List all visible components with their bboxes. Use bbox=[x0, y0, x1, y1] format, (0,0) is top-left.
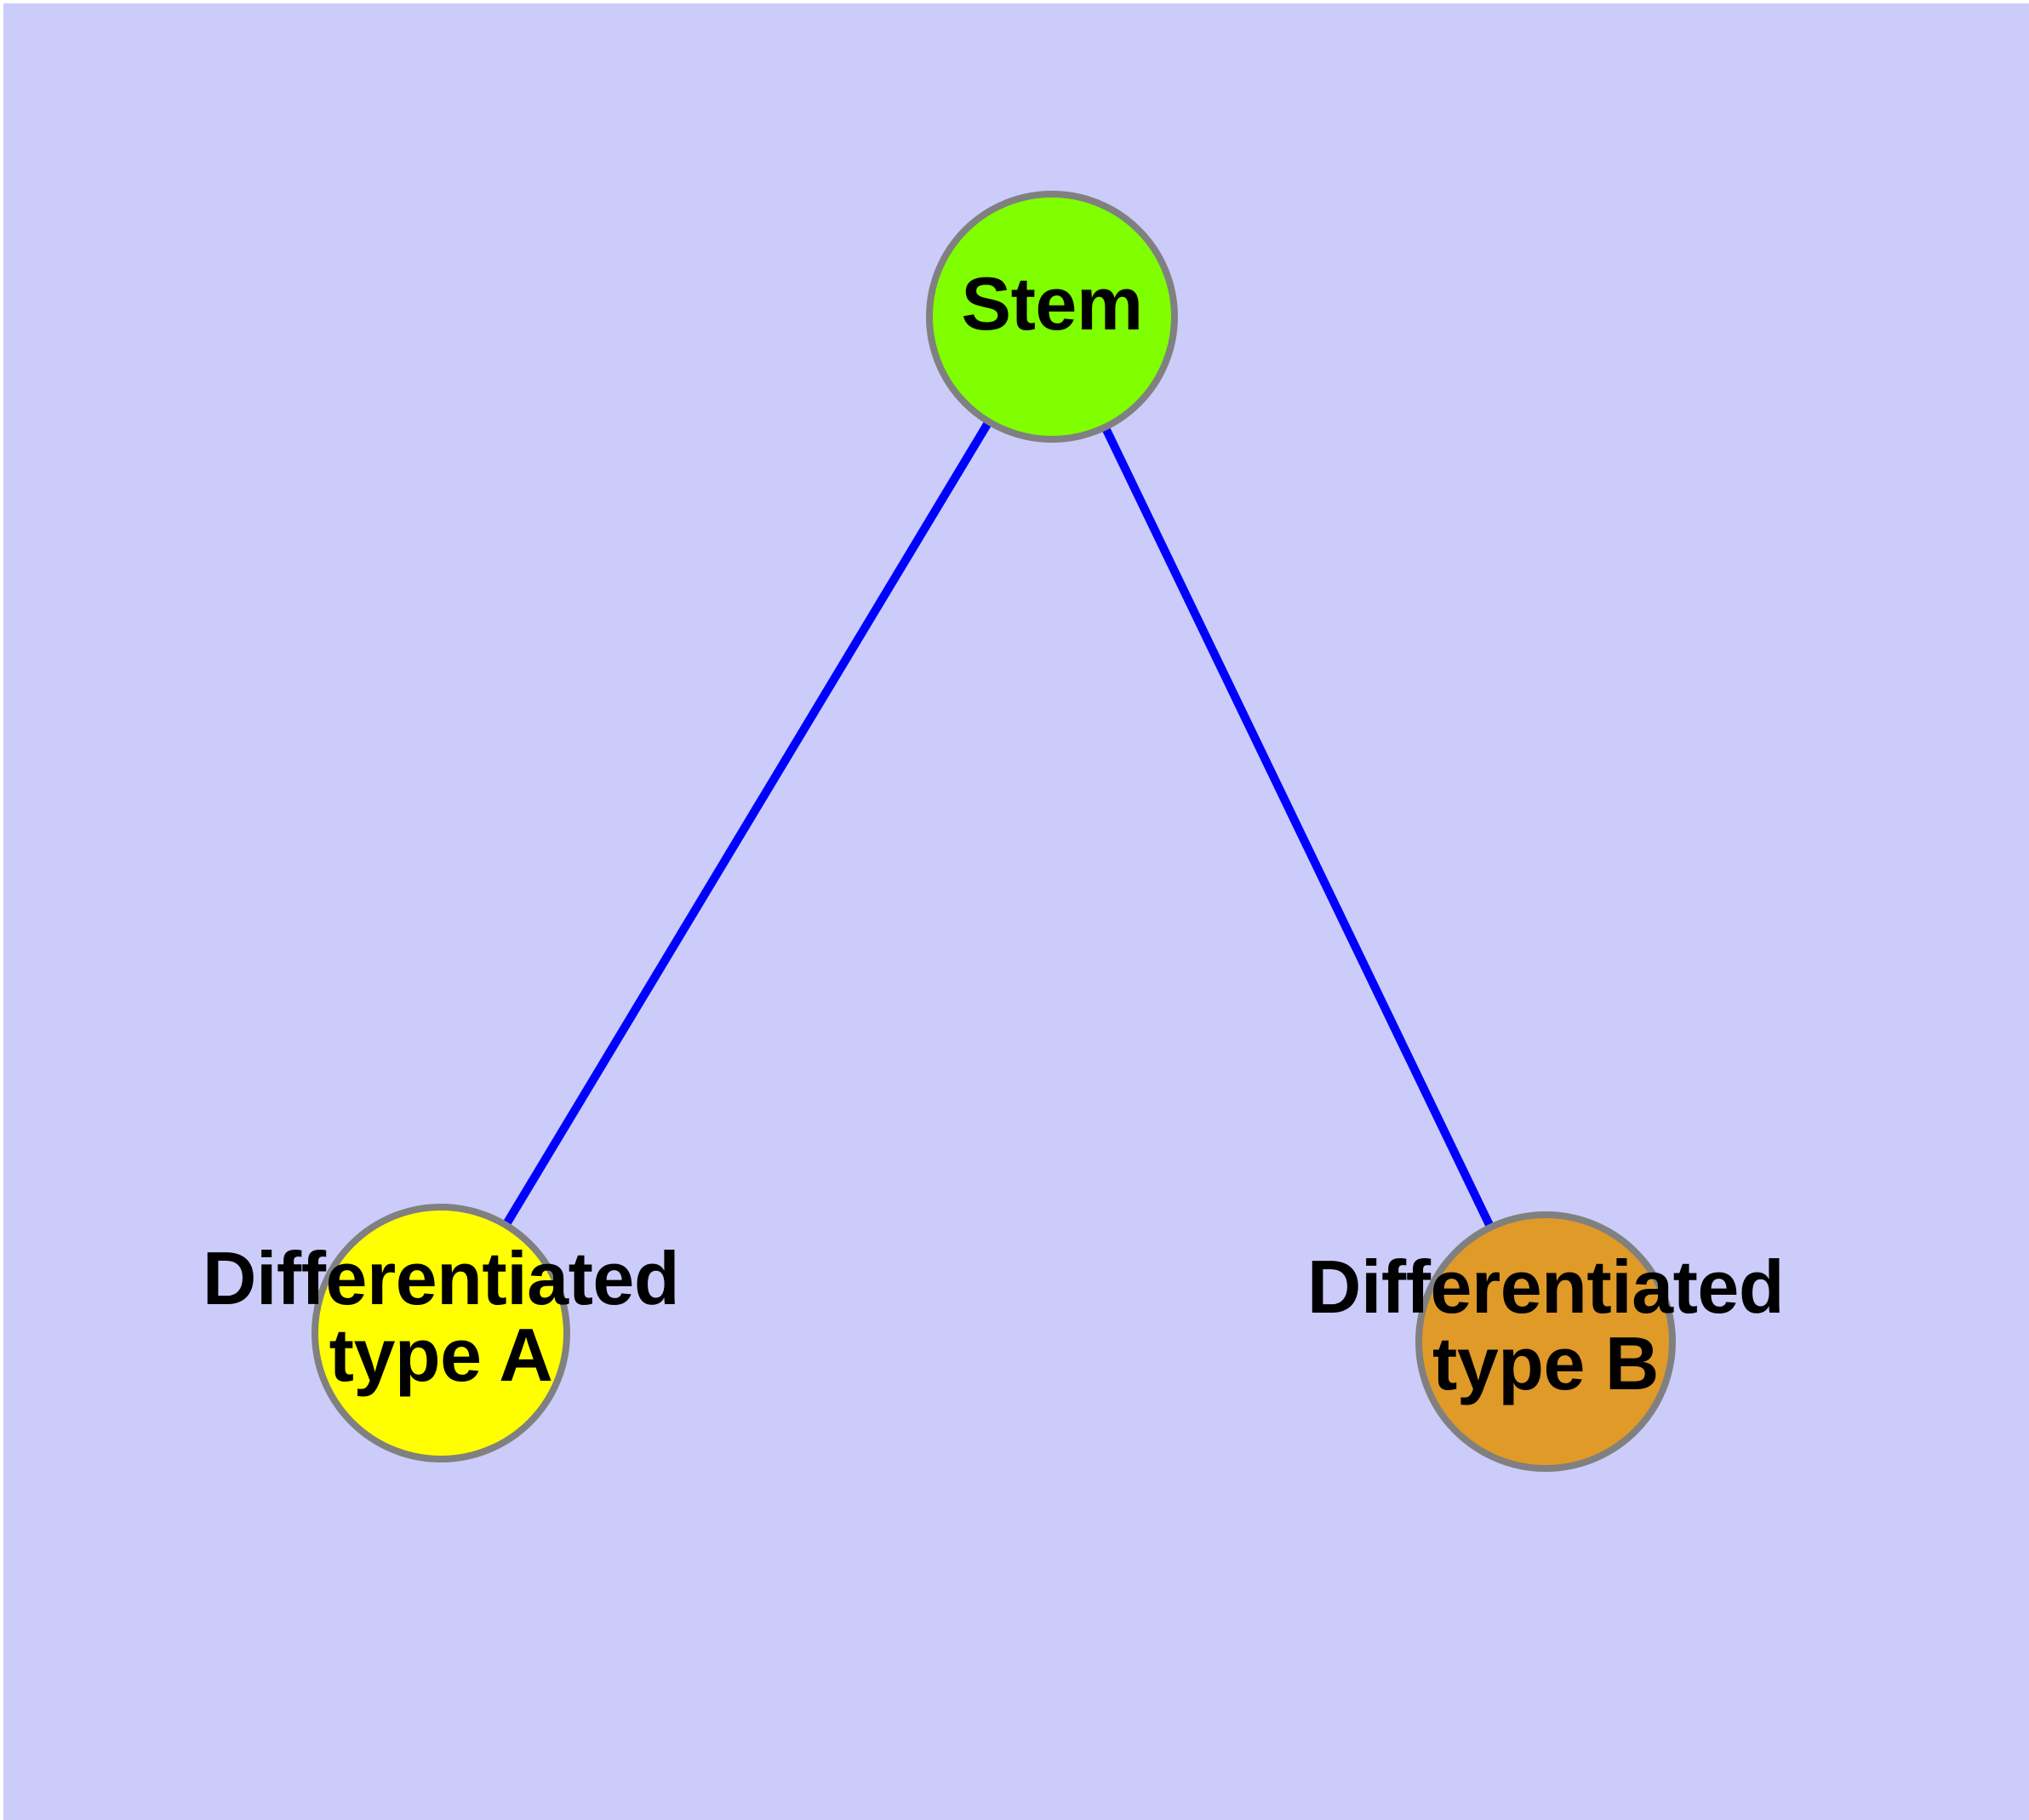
edge-stem-to-diff-a bbox=[437, 314, 1056, 1336]
node-diff-b[interactable] bbox=[1415, 1211, 1676, 1472]
node-layer bbox=[311, 191, 1676, 1472]
node-stem[interactable] bbox=[926, 191, 1178, 443]
edge-stem-to-diff-b bbox=[1048, 314, 1550, 1344]
edge-layer bbox=[437, 314, 1550, 1344]
node-diff-a[interactable] bbox=[311, 1204, 570, 1462]
